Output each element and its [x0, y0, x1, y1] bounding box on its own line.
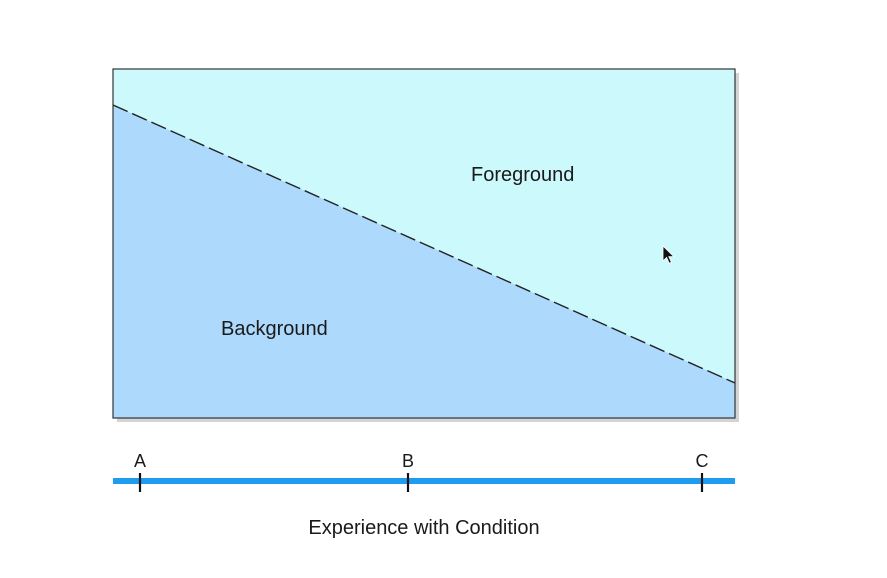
tick-label-a: A: [134, 451, 146, 471]
divider-line: [112, 104, 736, 384]
diagram-border: [112, 68, 736, 419]
mouse-pointer-icon: [662, 245, 675, 264]
foreground-label: Foreground: [471, 164, 574, 186]
axis-caption: Experience with Condition: [308, 517, 539, 539]
background-area: [113, 105, 735, 418]
tick-label-b: B: [402, 451, 414, 471]
tick-label-c: C: [696, 451, 709, 471]
background-label: Background: [221, 318, 328, 340]
